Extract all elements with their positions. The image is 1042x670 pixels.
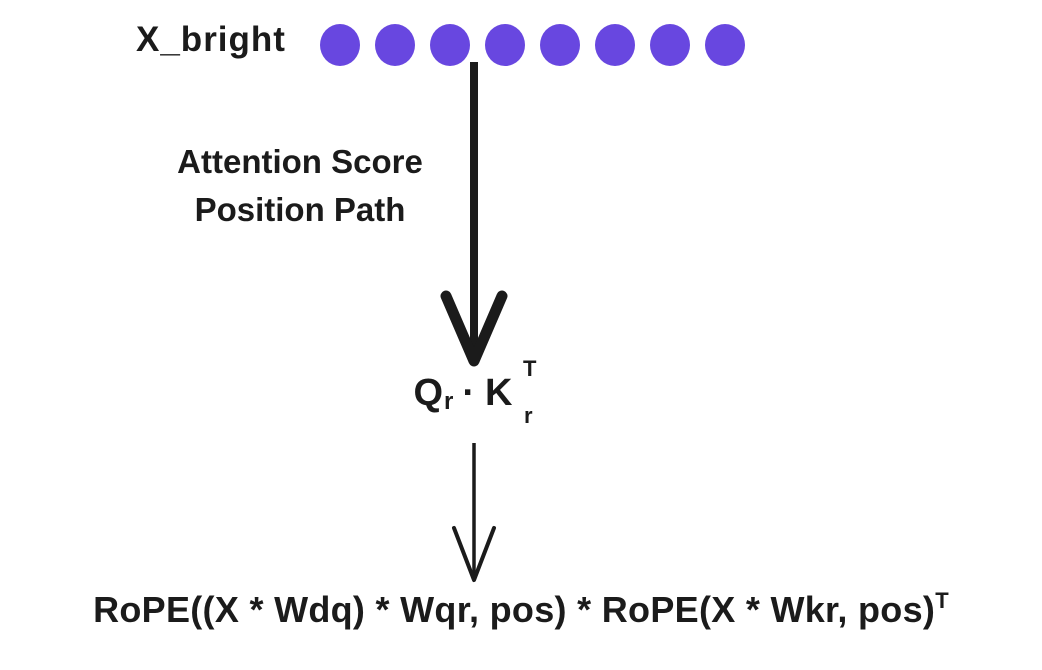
input-label: X_bright [136,20,286,59]
k-base: K [485,372,513,414]
token-dot [540,24,580,66]
token-dot [485,24,525,66]
token-dot [320,24,360,66]
q-subscript: r [444,388,454,415]
edge-label: Attention Score Position Path [110,138,490,234]
rope-formula-transpose: T [935,588,949,613]
thin-down-arrow-icon [452,443,496,582]
edge-label-line1: Attention Score [177,143,423,180]
token-dot [375,24,415,66]
token-dots [320,24,745,66]
token-dot [650,24,690,66]
token-dot [430,24,470,66]
dot-operator: · [462,372,476,414]
thick-down-arrow-icon [440,62,508,367]
rope-formula-body: RoPE((X * Wdq) * Wqr, pos) * RoPE(X * Wk… [93,589,936,630]
token-dot [595,24,635,66]
k-subscript: r [523,403,533,428]
token-dot [705,24,745,66]
q-term: Q [413,372,444,414]
edge-label-line2: Position Path [194,190,406,228]
rope-formula: RoPE((X * Wdq) * Wqr, pos) * RoPE(X * Wk… [0,588,1042,631]
k-superscript-transpose: T [523,356,537,381]
